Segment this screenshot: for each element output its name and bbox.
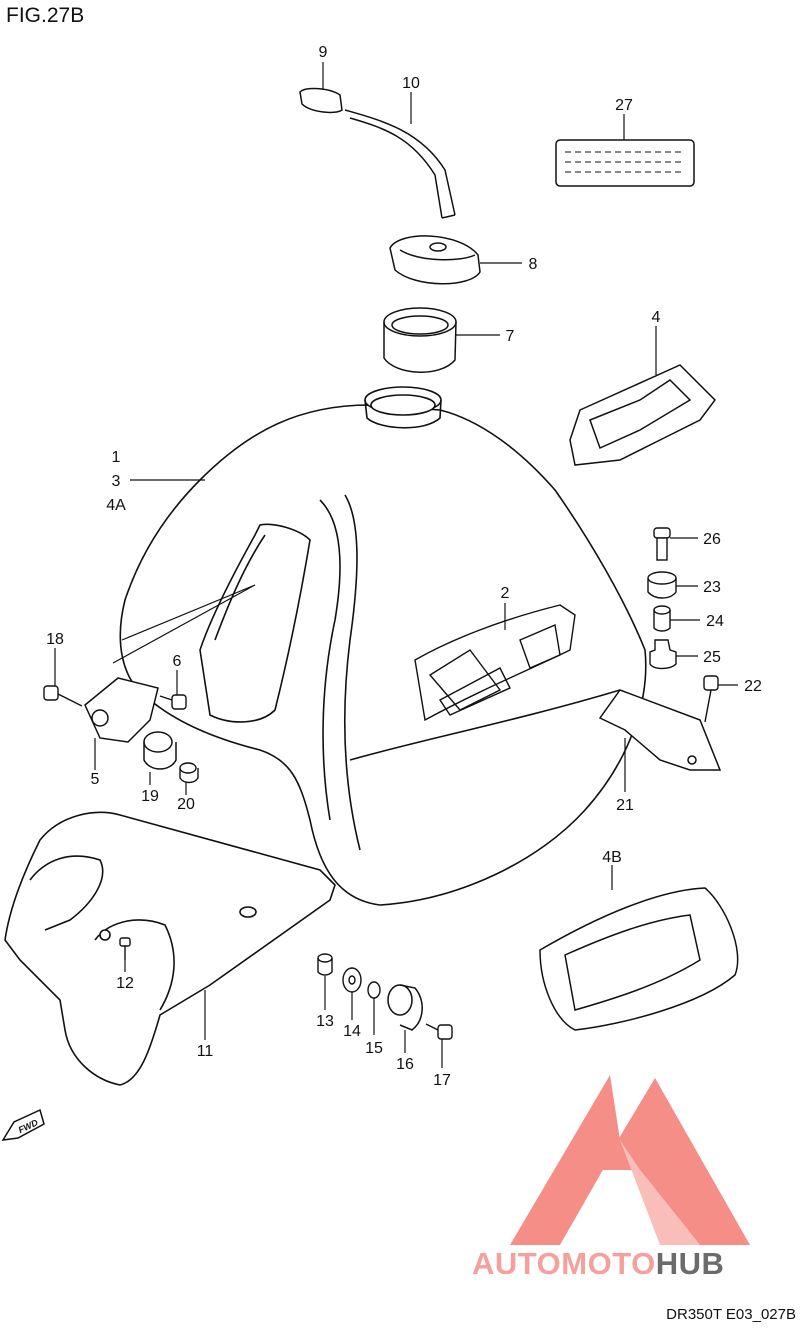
callout-3: 3 bbox=[112, 473, 121, 490]
watermark-brand: AUTOMOTOHUB bbox=[472, 1246, 724, 1282]
fuel-tank bbox=[119, 404, 647, 906]
callout-17: 17 bbox=[433, 1072, 451, 1089]
warning-label bbox=[555, 139, 695, 187]
filler-collar bbox=[383, 307, 457, 373]
callout-25: 25 bbox=[703, 649, 721, 666]
callout-19: 19 bbox=[141, 788, 159, 805]
callout-22: 22 bbox=[744, 678, 762, 695]
callout-labels: 9 10 27 8 7 4 1 3 4A 2 26 23 24 25 22 21… bbox=[46, 44, 762, 1089]
bolt-18 bbox=[43, 685, 83, 707]
filler-neck bbox=[364, 386, 442, 429]
bolt-26 bbox=[653, 527, 671, 561]
tank-decal-graphic bbox=[414, 604, 576, 722]
tank-bracket bbox=[598, 689, 722, 771]
watermark-logo-mark bbox=[510, 1075, 750, 1245]
callout-8: 8 bbox=[529, 256, 538, 273]
spacer-24 bbox=[653, 605, 671, 632]
bolt-6 bbox=[159, 694, 187, 710]
washer-14 bbox=[342, 967, 362, 993]
callout-15: 15 bbox=[365, 1040, 383, 1057]
callout-11: 11 bbox=[197, 1043, 214, 1060]
grommet-25 bbox=[649, 639, 677, 670]
breather-hose bbox=[344, 109, 456, 219]
callout-20: 20 bbox=[177, 796, 195, 813]
fwd-arrow-icon: FWD bbox=[1, 1108, 45, 1141]
callout-10: 10 bbox=[402, 75, 420, 92]
fuel-cap bbox=[389, 235, 481, 285]
cushion-19 bbox=[143, 731, 177, 770]
callout-7: 7 bbox=[506, 328, 515, 345]
callout-4a: 4A bbox=[106, 497, 126, 514]
callout-4: 4 bbox=[652, 309, 661, 326]
emblem-part-4b bbox=[539, 887, 739, 1031]
callout-24: 24 bbox=[706, 613, 724, 630]
callout-9: 9 bbox=[319, 44, 328, 61]
collar-13 bbox=[317, 953, 333, 976]
callout-2: 2 bbox=[501, 585, 510, 602]
breather-cap bbox=[299, 87, 343, 114]
callout-1: 1 bbox=[112, 449, 121, 466]
callout-4b: 4B bbox=[602, 849, 622, 866]
figure-code: DR350T E03_027B bbox=[666, 1306, 796, 1323]
callout-18: 18 bbox=[46, 631, 64, 648]
leader-lines bbox=[54, 62, 738, 1068]
callout-26: 26 bbox=[703, 531, 721, 548]
side-cover bbox=[4, 811, 336, 1086]
screw-12 bbox=[119, 937, 131, 960]
callout-27: 27 bbox=[615, 97, 633, 114]
callout-12: 12 bbox=[116, 975, 134, 992]
collar-23 bbox=[647, 571, 677, 599]
callout-21: 21 bbox=[616, 797, 634, 814]
collar-20 bbox=[179, 762, 199, 784]
callout-23: 23 bbox=[703, 579, 721, 596]
bolt-17 bbox=[425, 1023, 453, 1040]
bolt-22 bbox=[703, 675, 719, 723]
callout-16: 16 bbox=[396, 1056, 414, 1073]
washer-15 bbox=[367, 981, 381, 999]
watermark-brand-a: AUTOMOTO bbox=[472, 1246, 656, 1281]
cushion-16 bbox=[387, 984, 423, 1031]
callout-6: 6 bbox=[173, 653, 182, 670]
emblem-part-4 bbox=[569, 364, 716, 466]
callout-14: 14 bbox=[343, 1023, 361, 1040]
watermark-brand-b: HUB bbox=[655, 1246, 725, 1281]
callout-13: 13 bbox=[316, 1013, 334, 1030]
bracket-5 bbox=[84, 677, 159, 743]
callout-5: 5 bbox=[91, 771, 100, 788]
figure-title: FIG.27B bbox=[6, 4, 85, 27]
